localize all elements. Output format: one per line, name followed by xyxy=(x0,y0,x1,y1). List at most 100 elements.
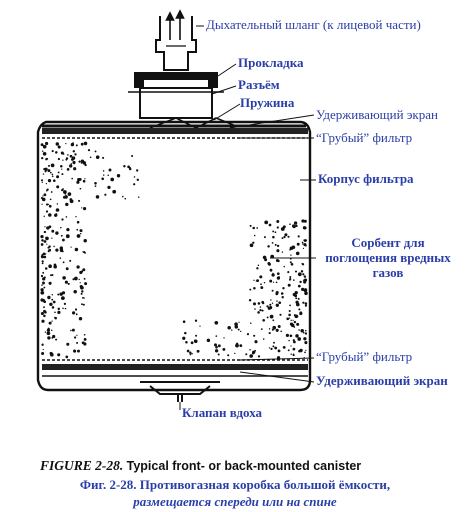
sorbent-granule xyxy=(282,346,286,349)
sorbent-granule xyxy=(76,220,80,224)
sorbent-granule xyxy=(67,282,70,285)
sorbent-granule xyxy=(274,346,278,350)
sorbent-granule xyxy=(287,271,290,274)
sorbent-granule xyxy=(249,349,251,351)
label-gasket: Прокладка xyxy=(238,55,304,70)
sorbent-granule xyxy=(41,203,43,205)
sorbent-granule xyxy=(300,270,304,273)
sorbent-granule xyxy=(222,347,226,351)
sorbent-granule xyxy=(67,154,69,156)
sorbent-granule xyxy=(302,301,305,304)
sorbent-granule xyxy=(268,347,271,349)
sorbent-granule xyxy=(51,173,54,176)
sorbent-granule xyxy=(261,309,264,312)
sorbent-granule xyxy=(72,150,76,153)
sorbent-granule xyxy=(274,243,277,246)
sorbent-granule xyxy=(235,342,239,345)
sorbent-granule xyxy=(66,168,70,171)
sorbent-granule xyxy=(55,151,58,154)
sorbent-granule xyxy=(259,308,262,312)
sorbent-granule xyxy=(268,332,271,335)
sorbent-granule xyxy=(283,265,285,268)
sorbent-granule xyxy=(41,239,44,242)
sorbent-granule xyxy=(289,277,292,281)
sorbent-granule xyxy=(70,142,75,147)
figure-caption-en: FIGURE 2-28. Typical front- or back-moun… xyxy=(40,458,361,474)
sorbent-granule xyxy=(49,302,53,307)
sorbent-granule xyxy=(43,286,46,289)
label-sorbent: Сорбент для поглощения вредных газов xyxy=(318,235,458,281)
sorbent-granule xyxy=(289,276,292,278)
sorbent-granule xyxy=(298,349,301,353)
sorbent-granule xyxy=(42,281,45,285)
sorbent-granule xyxy=(128,167,132,171)
sorbent-granule xyxy=(42,299,46,302)
sorbent-granule xyxy=(70,163,73,165)
sorbent-granule xyxy=(42,173,45,175)
top-filter-layer xyxy=(42,128,308,139)
sorbent-granule xyxy=(269,268,273,272)
sorbent-granule xyxy=(48,213,52,217)
sorbent-granule xyxy=(268,223,272,227)
sorbent-granule xyxy=(280,227,285,231)
sorbent-granule xyxy=(217,344,221,348)
sorbent-granule xyxy=(182,320,186,323)
sorbent-granule xyxy=(288,309,291,313)
sorbent-granule xyxy=(40,243,44,246)
sorbent-granule xyxy=(49,352,54,357)
sorbent-granule xyxy=(290,319,292,322)
sorbent-granule xyxy=(72,278,75,281)
sorbent-granule xyxy=(83,238,87,243)
sorbent-granule xyxy=(239,344,243,348)
sorbent-granule xyxy=(253,279,255,281)
sorbent-granule xyxy=(59,246,63,250)
sorbent-granule xyxy=(290,262,294,266)
sorbent-granule xyxy=(83,277,86,280)
sorbent-granule xyxy=(266,305,269,308)
sorbent-granule xyxy=(43,167,46,171)
sorbent-granule xyxy=(294,294,298,298)
sorbent-granule xyxy=(76,234,81,238)
label-coarse-filter-top: “Грубый” фильтр xyxy=(316,130,413,145)
sorbent-granule xyxy=(277,325,281,328)
sorbent-granule xyxy=(276,249,280,253)
sorbent-granule xyxy=(73,289,77,294)
sorbent-granule xyxy=(116,174,121,178)
sorbent-granule xyxy=(252,226,255,230)
sorbent-granule xyxy=(285,333,289,337)
sorbent-granule xyxy=(75,313,78,316)
sorbent-granule xyxy=(83,333,86,336)
sorbent-granule xyxy=(271,302,274,304)
sorbent-granule xyxy=(79,270,83,275)
sorbent-granule xyxy=(276,244,280,248)
sorbent-granule xyxy=(252,302,257,306)
sorbent-granule xyxy=(69,164,71,166)
sorbent-granule xyxy=(64,193,67,195)
sorbent-granule xyxy=(127,165,130,169)
sorbent-granule xyxy=(42,145,47,149)
sorbent-granule xyxy=(272,319,275,322)
sorbent-granule xyxy=(54,316,57,320)
sorbent-granule xyxy=(133,183,136,186)
sorbent-granule xyxy=(303,275,307,278)
sorbent-granule xyxy=(206,338,211,343)
sorbent-granule xyxy=(276,226,279,229)
sorbent-granule xyxy=(305,349,307,351)
sorbent-granule xyxy=(272,235,275,239)
sorbent-granule xyxy=(270,347,273,351)
sorbent-granule xyxy=(55,142,60,146)
sorbent-granule xyxy=(289,223,291,225)
sorbent-granule xyxy=(44,226,46,228)
sorbent-granule xyxy=(268,262,271,266)
sorbent-granule xyxy=(304,302,308,305)
sorbent-granule xyxy=(45,158,48,161)
sorbent-granule xyxy=(55,338,58,341)
sorbent-granule xyxy=(301,263,303,265)
sorbent-granule xyxy=(42,271,45,274)
sorbent-granule xyxy=(43,230,47,234)
sorbent-granule xyxy=(298,308,301,311)
sorbent-granule xyxy=(305,329,307,332)
sorbent-granule xyxy=(70,329,72,332)
sorbent-granule xyxy=(276,220,280,223)
sorbent-granule xyxy=(253,234,256,237)
